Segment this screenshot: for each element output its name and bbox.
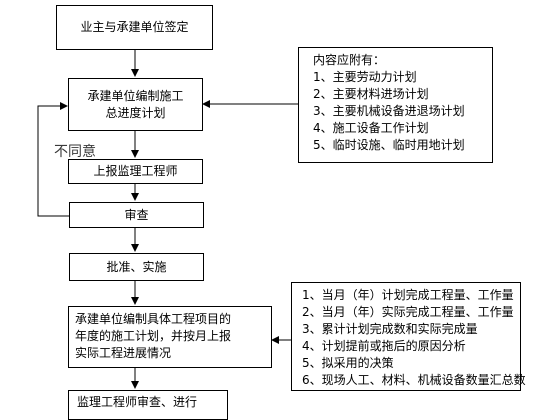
note-attachments-box: 内容应附有： 1、主要劳动力计划 2、主要材料进场计划 3、主要机械设备进退场计… <box>298 47 493 163</box>
report-engineer-text: 上报监理工程师 <box>93 164 178 178</box>
compile-schedule-line1: 承建单位编制施工 <box>87 88 184 103</box>
note-attachments-item: 3、主要机械设备进退场计划 <box>313 104 465 118</box>
annual-plan-line3: 实际工程进展情况 <box>75 346 172 360</box>
note-progress-item: 6、现场人工、材料、机械设备数量汇总数 <box>302 373 526 387</box>
note-attachments-item: 2、主要材料进场计划 <box>313 87 429 101</box>
note-progress-box: 1、当月（年）计划完成工程量、工作量 2、当月（年）实际完成工程量、工作量 3、… <box>291 282 526 391</box>
note-attachments-item: 5、临时设施、临时用地计划 <box>313 138 465 152</box>
note-progress-item: 3、累计计划完成数和实际完成量 <box>302 322 478 336</box>
review-text: 审查 <box>124 207 149 222</box>
report-engineer-box: 上报监理工程师 <box>68 159 203 184</box>
sign-contract-box: 业主与承建单位签定 <box>56 5 213 50</box>
annual-plan-line2: 年度的施工计划，并按月上报 <box>75 329 232 343</box>
note-progress-item: 4、计划提前或拖后的原因分析 <box>302 339 466 353</box>
disagree-label: 不同意 <box>54 144 96 160</box>
feedback-loop-disagree <box>37 102 69 217</box>
engineer-review-box-partial: 监理工程师审查、进行 <box>68 390 228 420</box>
note-progress-item: 2、当月（年）实际完成工程量、工作量 <box>302 305 514 319</box>
approve-implement-box: 批准、实施 <box>69 253 204 281</box>
annual-plan-line1: 承建单位编制具体工程项目的 <box>75 312 232 326</box>
engineer-review-text: 监理工程师审查、进行 <box>77 395 198 409</box>
note-progress-item: 5、拟采用的决策 <box>302 356 394 370</box>
note-attachments-title: 内容应附有： <box>313 53 386 67</box>
compile-schedule-line2: 总进度计划 <box>105 105 166 120</box>
connector-layer <box>37 50 298 389</box>
sign-contract-text: 业主与承建单位签定 <box>80 20 189 34</box>
annual-plan-box: 承建单位编制具体工程项目的 年度的施工计划，并按月上报 实际工程进展情况 <box>68 306 272 368</box>
compile-schedule-box: 承建单位编制施工 总进度计划 <box>68 78 203 131</box>
note-attachments-item: 4、施工设备工作计划 <box>313 121 429 135</box>
note-progress-item: 1、当月（年）计划完成工程量、工作量 <box>302 288 514 302</box>
approve-implement-text: 批准、实施 <box>106 259 167 274</box>
review-box: 审查 <box>69 202 204 228</box>
note-attachments-item: 1、主要劳动力计划 <box>313 70 417 84</box>
